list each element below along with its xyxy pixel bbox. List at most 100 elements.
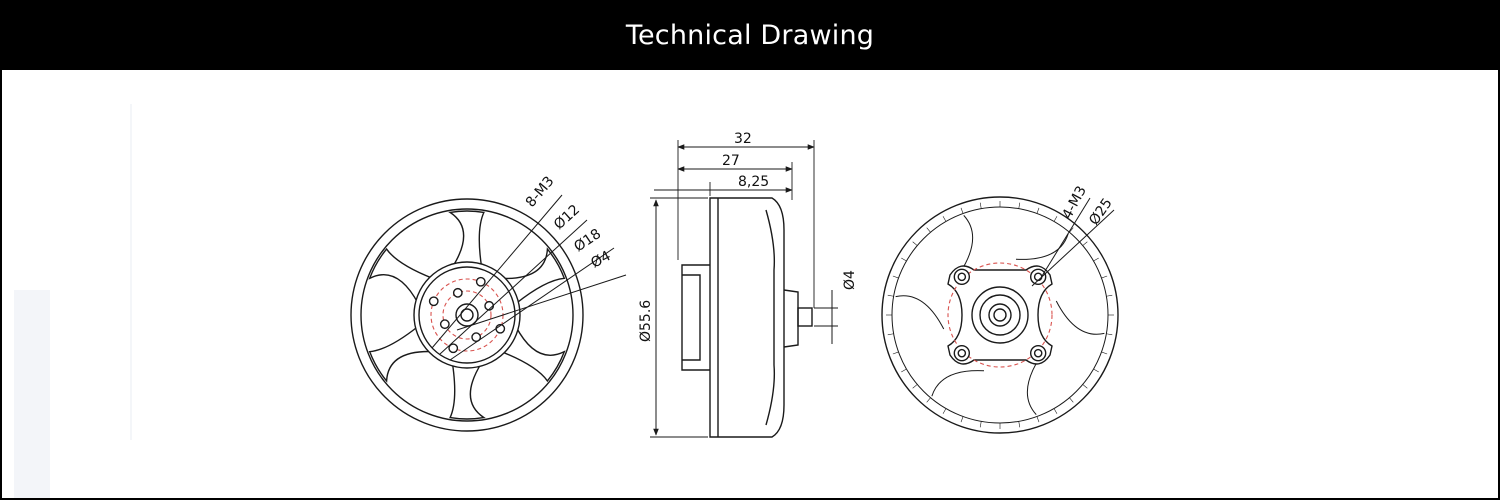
rear-vent-mark bbox=[892, 351, 899, 355]
front-mount-hole bbox=[448, 343, 459, 354]
rear-vent-mark bbox=[1106, 294, 1113, 297]
rear-vent-mark bbox=[887, 333, 894, 336]
rear-vent-mark bbox=[887, 294, 894, 297]
rear-vent-mark bbox=[1069, 227, 1074, 233]
rear-vent-mark bbox=[942, 216, 947, 222]
rear-vent-mark bbox=[1093, 257, 1099, 262]
front-spoke bbox=[449, 362, 486, 420]
rear-vent-mark bbox=[1018, 421, 1021, 428]
front-mount-hole bbox=[452, 287, 463, 298]
front-leader-line-2 bbox=[439, 219, 588, 355]
front-spoke bbox=[448, 210, 485, 268]
front-leader-line-1 bbox=[431, 194, 563, 349]
header-bar: Technical Drawing bbox=[0, 0, 1500, 70]
front-mount-hole bbox=[439, 319, 450, 330]
front-spoke bbox=[501, 247, 566, 305]
side-32-label: 32 bbox=[734, 131, 752, 147]
rear-vent-mark bbox=[901, 368, 907, 373]
rear-vent-mark bbox=[1082, 241, 1088, 246]
side-bell-curve-bottom bbox=[765, 364, 776, 426]
rear-vent-mark bbox=[979, 421, 982, 428]
rear-mount-hole-ring bbox=[953, 344, 971, 362]
side-mount-tab bbox=[682, 274, 701, 361]
front-leader-line-3 bbox=[449, 247, 615, 361]
side-body-outline bbox=[709, 197, 785, 438]
rear-spoke bbox=[895, 295, 945, 330]
rear-spoke bbox=[959, 215, 974, 274]
side-diameter-label: Ø55.6 bbox=[638, 300, 654, 342]
rear-vent-mark bbox=[960, 416, 964, 423]
front-mount-hole bbox=[471, 332, 482, 343]
side-view bbox=[650, 140, 838, 438]
rear-vent-mark bbox=[901, 257, 907, 262]
front-hub bbox=[413, 261, 521, 369]
side-end-cap bbox=[783, 289, 799, 348]
rear-mount-holes bbox=[953, 268, 1047, 362]
front-hidden-circle-inner bbox=[442, 290, 492, 340]
rear-spoke bbox=[1026, 356, 1041, 415]
rear-holes-label: 4-M3 bbox=[1059, 184, 1090, 222]
side-shaft bbox=[797, 307, 813, 327]
rear-leader-line-2 bbox=[1031, 209, 1115, 287]
front-view bbox=[350, 194, 627, 432]
front-shaft-outer bbox=[455, 303, 479, 327]
drawing-panel bbox=[132, 104, 1324, 440]
rear-mount-hole bbox=[957, 348, 967, 358]
rear-hidden-circle bbox=[947, 262, 1053, 368]
rear-vent-mark bbox=[892, 275, 899, 279]
rear-mount-plate bbox=[947, 265, 1053, 365]
rear-bearing-outer bbox=[971, 286, 1029, 344]
side-825-label: 8,25 bbox=[738, 174, 769, 190]
page-title: Technical Drawing bbox=[625, 19, 875, 51]
side-27-label: 27 bbox=[722, 153, 740, 169]
rear-vent-mark bbox=[926, 227, 931, 233]
rear-vent-mark bbox=[912, 384, 918, 389]
rear-shaft bbox=[993, 308, 1007, 322]
rear-vent-mark bbox=[1093, 368, 1099, 373]
side-shaft-label: Ø4 bbox=[842, 270, 858, 290]
front-dia-4-label: Ø4 bbox=[588, 248, 613, 272]
rear-outer-rim bbox=[881, 196, 1119, 434]
rear-mount-hole bbox=[957, 272, 967, 282]
rear-vent-mark bbox=[979, 202, 982, 209]
rear-mount-hole-ring bbox=[1029, 268, 1047, 286]
rear-spoke bbox=[1055, 300, 1105, 335]
rear-spoke bbox=[1015, 233, 1069, 260]
rear-vent-mark bbox=[1069, 397, 1074, 403]
rear-vent-mark bbox=[912, 241, 918, 246]
front-spoke bbox=[368, 247, 434, 305]
rear-vent-mark bbox=[1036, 207, 1040, 214]
rear-vent-marks bbox=[886, 201, 1114, 429]
front-leader-line-4 bbox=[456, 274, 627, 331]
rear-spoke bbox=[931, 370, 985, 397]
rear-vent-mark bbox=[1101, 351, 1108, 355]
rear-vent-mark bbox=[1106, 333, 1113, 336]
technical-drawing-svg: 8-M3 Ø12 Ø18 Ø4 bbox=[350, 131, 1119, 438]
rear-vent-mark bbox=[1101, 275, 1108, 279]
rear-vent-mark bbox=[942, 408, 947, 414]
side-strip bbox=[14, 290, 50, 498]
side-mount-plate bbox=[681, 264, 710, 371]
rear-mount-hole-ring bbox=[953, 268, 971, 286]
front-hub-inner bbox=[418, 266, 516, 364]
drawing-area: 8-M3 Ø12 Ø18 Ø4 bbox=[2, 70, 1498, 498]
rear-leader-line-1 bbox=[1041, 197, 1091, 277]
rear-vent-mark bbox=[1018, 202, 1021, 209]
front-holes-label: 8-M3 bbox=[523, 174, 558, 211]
front-inner-rim bbox=[360, 208, 574, 422]
rear-view bbox=[881, 196, 1119, 434]
rear-bearing-mid bbox=[979, 294, 1021, 336]
rear-vent-mark bbox=[926, 397, 931, 403]
front-spokes bbox=[368, 210, 566, 420]
side-bell-curve-top bbox=[765, 209, 776, 271]
front-outer-rim bbox=[350, 198, 584, 432]
rear-vent-mark bbox=[960, 207, 964, 214]
rear-vent-mark bbox=[1053, 408, 1058, 414]
rear-vent-mark bbox=[1082, 384, 1088, 389]
front-mount-hole bbox=[428, 296, 439, 307]
rear-mount-hole bbox=[1033, 348, 1043, 358]
front-mount-hole bbox=[475, 276, 486, 287]
front-shaft-inner bbox=[460, 308, 474, 322]
rear-bearing-inner bbox=[988, 303, 1012, 327]
rear-vent-mark bbox=[1053, 216, 1058, 222]
